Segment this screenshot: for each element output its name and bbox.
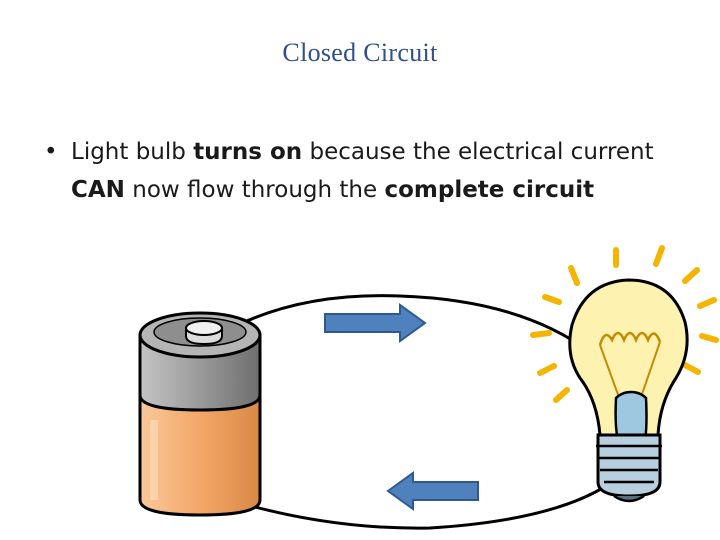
arrow-left-icon — [386, 471, 479, 511]
bullet-segment-bold: turns on — [193, 139, 303, 165]
arrow-right-icon — [324, 303, 427, 343]
bullet-segment: because the electrical current — [302, 139, 654, 165]
light-bulb-icon — [530, 245, 719, 503]
bullet-segment-bold: complete circuit — [384, 177, 595, 203]
bullet-segment-bold: CAN — [71, 177, 125, 203]
bulb-base — [596, 433, 662, 503]
bullet-text: Light bulb turns on because the electric… — [71, 133, 684, 209]
bullet-segment: Light bulb — [71, 139, 194, 165]
light-rays — [530, 245, 719, 403]
battery-icon — [138, 311, 262, 517]
bullet-item: • Light bulb turns on because the electr… — [44, 133, 684, 209]
bullet-segment: now flow through the — [124, 177, 385, 203]
slide-title: Closed Circuit — [282, 38, 438, 67]
bullet-marker: • — [44, 139, 58, 165]
